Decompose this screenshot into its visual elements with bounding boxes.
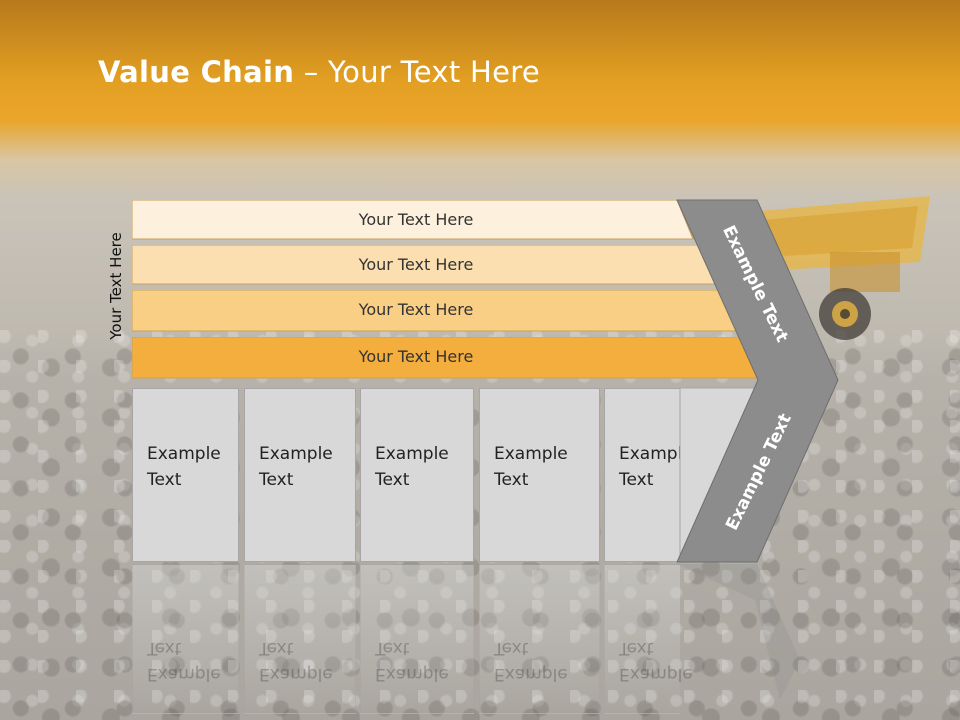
activity-box-4: Example Text [479,388,600,562]
box-reflection: Example Text [244,564,356,714]
bar-label: Your Text Here [358,347,474,366]
box-reflection: Example Text [604,564,693,714]
box-label: Example Text [147,444,221,490]
box-label: Example Text [375,444,449,490]
chevron-reflection [677,564,800,700]
activity-box-1: Example Text [132,388,239,562]
box-label: Example Text [619,444,693,490]
title-rest: – Your Text Here [294,55,540,89]
box-label: Example Text [494,444,568,490]
bar-shape [132,200,694,240]
title-bold: Value Chain [98,55,295,89]
activity-box-2: Example Text [244,388,356,562]
activity-box-3: Example Text [360,388,474,562]
box-label: Example Text [259,444,333,490]
dump-truck-image [748,196,930,340]
box-reflection: Example Text [479,564,600,714]
box-reflection: Example Text [132,564,239,714]
activity-box-5: Example Text [604,388,693,562]
box-reflection: Example Text [360,564,474,714]
bar-label: Your Text Here [358,300,474,319]
chevron-shape [676,199,839,563]
slide-title: Value Chain – Your Text Here [98,55,540,89]
bar-label: Your Text Here [358,210,474,229]
bar-label: Your Text Here [358,255,474,274]
